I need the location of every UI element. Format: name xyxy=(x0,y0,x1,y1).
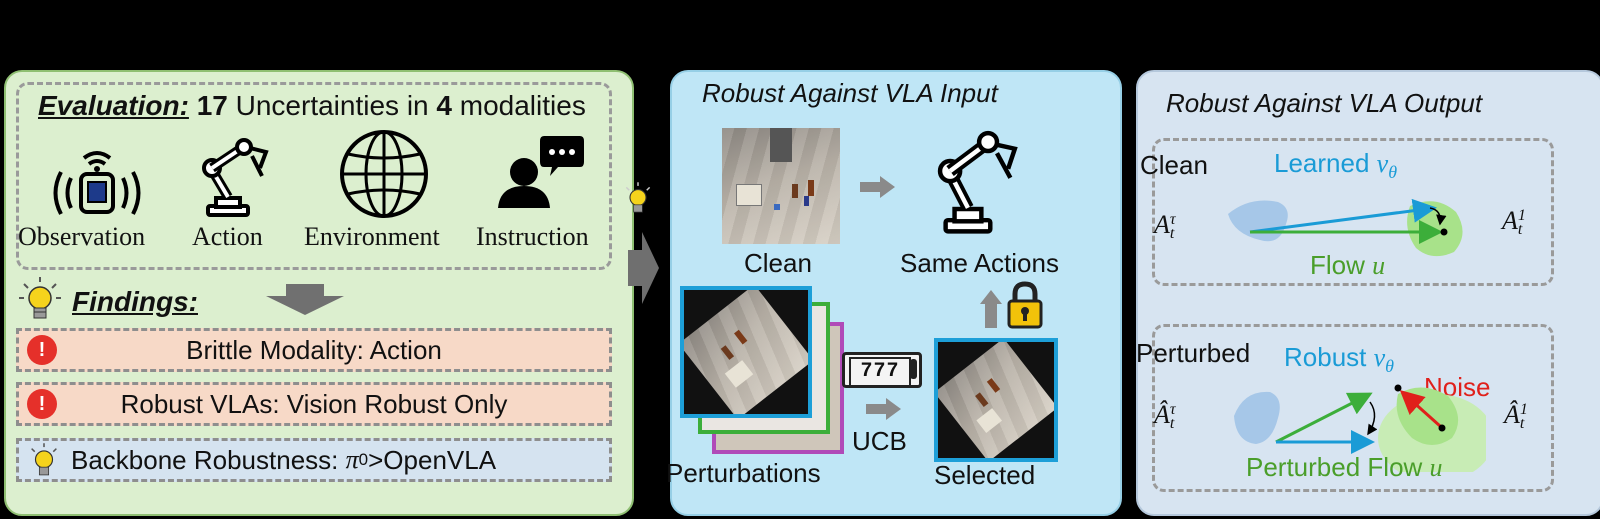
learned-text: Learned xyxy=(1274,148,1370,178)
a-symbol: A xyxy=(1154,210,1170,239)
clean-scene-image xyxy=(722,128,840,244)
perturbations-label: Perturbations xyxy=(666,458,821,488)
lightbulb-icon xyxy=(31,443,57,476)
uncertainties-text: Uncertainties in xyxy=(235,90,429,121)
clean-output-label: Clean xyxy=(1140,150,1208,180)
same-actions-label: Same Actions xyxy=(900,248,1059,278)
t-subscript: t xyxy=(1519,415,1525,433)
perturbed-flow-box xyxy=(1152,324,1554,492)
finding-1-text: Brittle Modality: Action xyxy=(186,334,442,365)
modality-count: 4 xyxy=(436,90,452,121)
flow-label: Flow u xyxy=(1310,250,1385,281)
modality-action: Action xyxy=(192,222,263,251)
lightbulb-icon xyxy=(19,277,61,319)
pi-symbol: π xyxy=(345,445,359,474)
finding-2-text: Robust VLAs: Vision Robust Only xyxy=(120,388,508,419)
robust-label: Robust vθ xyxy=(1284,342,1394,377)
one-superscript: 1 xyxy=(1519,400,1528,418)
flow-text: Flow xyxy=(1310,250,1365,280)
v-symbol: v xyxy=(1376,149,1389,178)
t-subscript: t xyxy=(1169,415,1175,433)
v-symbol: v xyxy=(1373,343,1386,372)
robot-arm-icon xyxy=(937,130,1018,234)
evaluation-label: Evaluation: xyxy=(38,90,189,121)
selected-image xyxy=(934,338,1058,462)
right-arrow-icon xyxy=(866,398,901,420)
t-subscript: t xyxy=(1517,221,1523,239)
ucb-label: UCB xyxy=(852,426,907,456)
learned-label: Learned vθ xyxy=(1274,148,1397,183)
perturbed-flow-diagram xyxy=(1234,384,1486,472)
theta-subscript: θ xyxy=(1385,356,1395,377)
selected-label: Selected xyxy=(934,460,1036,490)
perturbation-image-blue xyxy=(680,286,812,418)
person-speech-icon xyxy=(498,136,584,208)
a-hat-symbol: Â xyxy=(1154,400,1170,429)
modalities-text: modalities xyxy=(459,90,586,121)
tau-superscript: τ xyxy=(1169,210,1176,228)
down-arrow-icon xyxy=(266,284,344,315)
a-symbol: A xyxy=(1502,206,1518,235)
slot-machine-icon: 777 xyxy=(842,352,922,388)
finding-brittle-modality: ! Brittle Modality: Action xyxy=(16,328,612,372)
perturbed-flow-text: Perturbed Flow xyxy=(1246,452,1423,482)
input-title: Robust Against VLA Input xyxy=(702,78,998,108)
lightbulb-icon xyxy=(625,182,651,213)
globe-icon xyxy=(340,130,428,218)
clean-flow-box xyxy=(1152,138,1554,286)
robot-arm-icon xyxy=(202,138,269,217)
t-subscript: t xyxy=(1169,225,1175,243)
exclamation-icon: ! xyxy=(27,389,57,419)
uncertainty-count: 17 xyxy=(196,90,228,121)
perturbed-flow-label: Perturbed Flow u xyxy=(1246,452,1443,483)
slot-machine-reels: 777 xyxy=(849,357,911,387)
modality-instruction: Instruction xyxy=(476,222,589,251)
modality-environment: Environment xyxy=(304,222,440,251)
u-symbol: u xyxy=(1429,453,1443,482)
pi-subscript: 0 xyxy=(358,450,369,469)
clean-flow-diagram xyxy=(1228,198,1463,257)
theta-subscript: θ xyxy=(1388,162,1398,183)
finding-robust-vlas: ! Robust VLAs: Vision Robust Only xyxy=(16,382,612,426)
wifi-camera-icon xyxy=(53,151,141,215)
lock-icon xyxy=(1007,281,1043,329)
finding-3-prefix: Backbone Robustness: xyxy=(71,444,346,475)
a-hat-symbol: Â xyxy=(1504,400,1520,429)
evaluation-heading: Evaluation: 17 Uncertainties in 4 modali… xyxy=(38,90,586,122)
robust-text: Robust xyxy=(1284,342,1367,372)
findings-label: Findings: xyxy=(72,286,198,317)
one-superscript: 1 xyxy=(1517,206,1526,224)
tau-superscript: τ xyxy=(1169,400,1176,418)
finding-3-suffix: >OpenVLA xyxy=(368,444,497,475)
right-arrow-icon xyxy=(628,232,659,304)
u-symbol: u xyxy=(1372,251,1386,280)
exclamation-icon: ! xyxy=(27,335,57,365)
evaluation-box xyxy=(16,82,612,270)
output-title: Robust Against VLA Output xyxy=(1166,88,1483,118)
clean-label: Clean xyxy=(744,248,812,278)
right-arrow-icon xyxy=(860,176,895,198)
perturbed-output-label: Perturbed xyxy=(1136,338,1251,368)
modality-observation: Observation xyxy=(18,222,146,251)
up-arrow-icon xyxy=(980,290,1002,328)
